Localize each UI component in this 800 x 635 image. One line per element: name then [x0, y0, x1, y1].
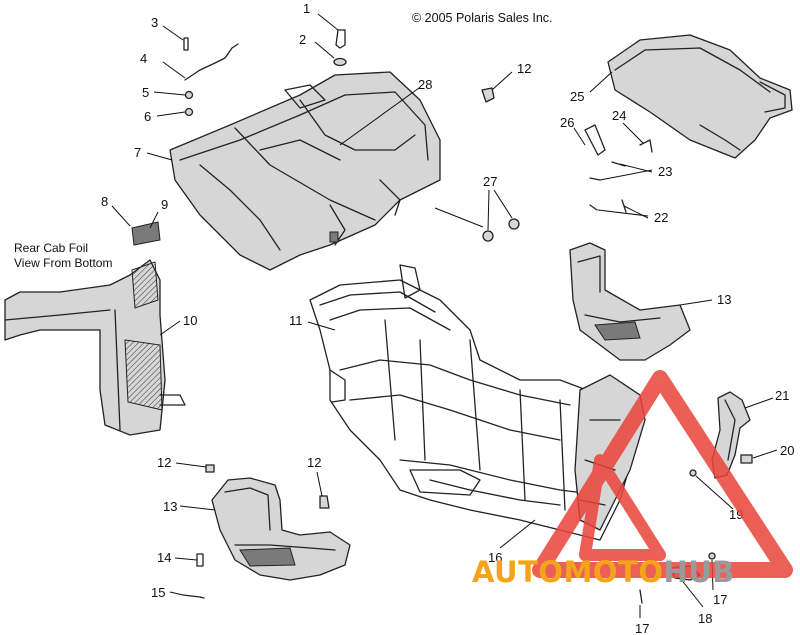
callout-17-bottom: 17 [635, 621, 649, 635]
callout-22: 22 [654, 210, 668, 225]
callout-14: 14 [157, 550, 171, 565]
watermark-text-gray: HUB [663, 555, 734, 589]
footwell-left [211, 477, 351, 581]
callout-11: 11 [289, 313, 303, 328]
watermark-triangle-inner [579, 454, 666, 561]
callout-3: 3 [151, 15, 158, 30]
callout-6: 6 [144, 109, 151, 124]
callout-4: 4 [140, 51, 147, 66]
callout-16: 16 [488, 550, 502, 565]
callout-25: 25 [570, 89, 584, 104]
seat [607, 34, 793, 159]
callout-24: 24 [612, 108, 626, 123]
callouts: 1 2 3 4 5 6 7 28 12 27 25 26 24 23 22 13… [101, 1, 794, 635]
callout-13-right: 13 [717, 292, 731, 307]
callout-8: 8 [101, 194, 108, 209]
callout-21: 21 [775, 388, 789, 403]
callout-7: 7 [134, 145, 141, 160]
callout-20: 20 [780, 443, 794, 458]
callout-15: 15 [151, 585, 165, 600]
rear-cab-foil-inset [4, 221, 186, 436]
watermark-text-orange: AUTOMOTO [472, 555, 663, 589]
callout-23: 23 [658, 164, 672, 179]
callout-17-right: 17 [713, 592, 727, 607]
footwell-right [569, 242, 691, 361]
callout-12-low: 12 [307, 455, 321, 470]
callout-28: 28 [418, 77, 432, 92]
callout-2: 2 [299, 32, 306, 47]
leader-lines [111, 13, 778, 618]
callout-13-left: 13 [163, 499, 177, 514]
callout-10: 10 [183, 313, 197, 328]
callout-12-mid: 12 [157, 455, 171, 470]
callout-18: 18 [698, 611, 712, 626]
watermark-logo [532, 370, 793, 578]
watermark-text: AUTOMOTOHUB [472, 555, 735, 589]
inset-caption-line1: Rear Cab Foil [14, 241, 88, 255]
callout-27: 27 [483, 174, 497, 189]
callout-5: 5 [142, 85, 149, 100]
callout-9: 9 [161, 197, 168, 212]
callout-26: 26 [560, 115, 574, 130]
callout-12-top: 12 [517, 61, 531, 76]
copyright-text: © 2005 Polaris Sales Inc. [412, 11, 553, 25]
inset-caption-line2: View From Bottom [14, 256, 112, 270]
callout-1: 1 [303, 1, 310, 16]
